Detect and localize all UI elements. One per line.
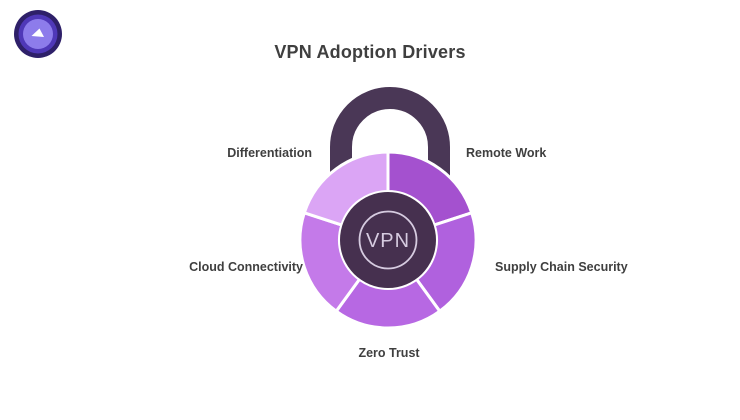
page-title: VPN Adoption Drivers [274,42,466,62]
segment-label-zero-trust: Zero Trust [358,346,420,360]
vpn-center-label: VPN [366,230,410,252]
segment-label-supply-chain-security: Supply Chain Security [495,260,628,274]
segment-label-differentiation: Differentiation [227,146,312,160]
donut-segment [302,150,390,227]
segment-label-remote-work: Remote Work [466,146,547,160]
padlock-body-hub [340,192,436,288]
segment-label-cloud-connectivity: Cloud Connectivity [189,260,303,274]
driver-segments-donut [298,150,478,330]
logo-pick-shape [31,28,44,37]
vpn-brand-logo-icon [14,10,62,58]
padlock-shackle [330,87,450,200]
vpn-center-ring [358,210,418,270]
